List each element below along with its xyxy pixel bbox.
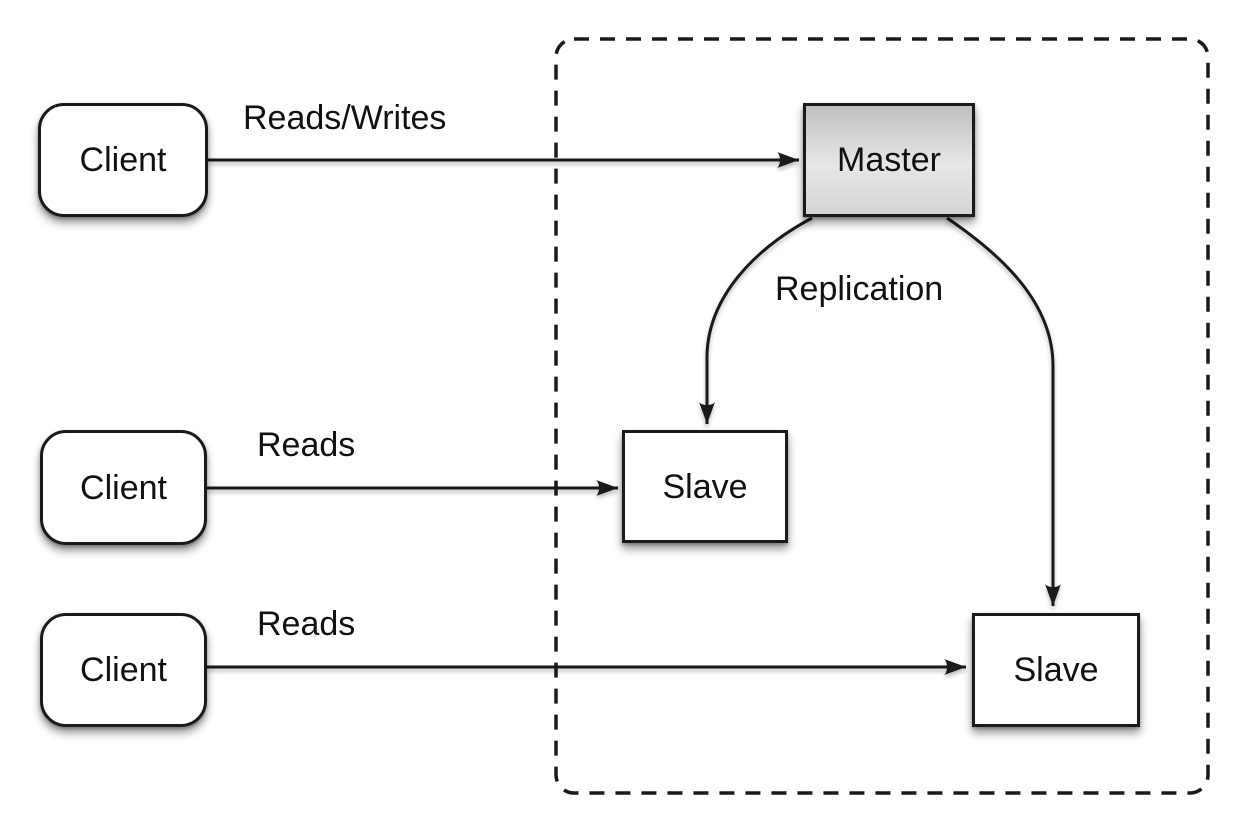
slave-node-2: Slave — [972, 613, 1140, 727]
edge-label-reads-bottom: Reads — [257, 605, 356, 643]
edge-label-replication: Replication — [775, 270, 944, 308]
edge-label-reads-writes: Reads/Writes — [243, 99, 447, 137]
slave-node-1: Slave — [622, 430, 788, 543]
edge-label-reads-middle: Reads — [257, 426, 356, 464]
cluster-boundary — [554, 37, 1210, 795]
slave-node-1-label: Slave — [662, 467, 748, 506]
client-node-1: Client — [38, 103, 208, 217]
client-node-3: Client — [40, 613, 207, 727]
slave-node-2-label: Slave — [1013, 651, 1099, 689]
arrow-master-to-slave1 — [699, 216, 813, 424]
client-node-1-label: Client — [79, 141, 167, 179]
client-node-2: Client — [40, 430, 207, 545]
master-node-label: Master — [837, 141, 941, 179]
client-node-3-label: Client — [80, 651, 167, 689]
arrow-master-to-slave2 — [946, 216, 1061, 606]
master-node: Master — [803, 103, 975, 217]
client-node-2-label: Client — [80, 468, 167, 507]
